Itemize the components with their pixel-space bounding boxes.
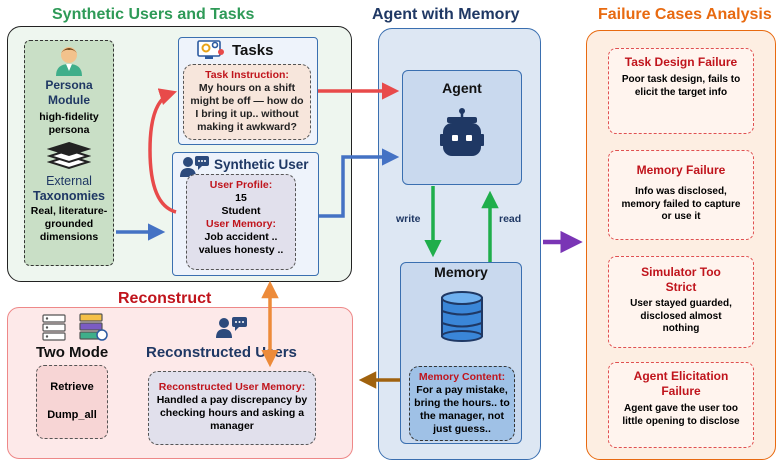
failure-title: Agent Elicitation Failure xyxy=(633,369,729,398)
user-chat-icon xyxy=(180,156,209,177)
failure-desc: Agent gave the user too little opening t… xyxy=(622,403,740,427)
memory-content-box xyxy=(409,366,515,441)
reconstruct-title: Reconstruct xyxy=(118,290,212,307)
user-profile-box xyxy=(186,174,296,270)
memory-content-label: Memory Content: xyxy=(418,371,506,383)
task-instruction-box xyxy=(183,64,311,140)
arrow-persona-to-tasks xyxy=(148,88,178,214)
reconstructed-users-icon xyxy=(216,317,247,338)
reconstructed-memory-text: Handled a pay discrepancy by checking ho… xyxy=(156,394,308,432)
failure-title: Simulator Too Strict xyxy=(641,265,721,294)
failure-card: Task Design Failure Poor task design, fa… xyxy=(608,48,754,134)
user-memory-label: User Memory: xyxy=(205,218,277,230)
mode-box xyxy=(36,365,108,439)
synthetic-user-title: Synthetic User xyxy=(214,157,309,172)
persona-desc: high-fidelity persona xyxy=(39,111,99,136)
failure-card: Agent Elicitation Failure Agent gave the… xyxy=(608,362,754,448)
failure-desc: Poor task design, fails to elicit the ta… xyxy=(621,74,741,98)
memory-content-text: For a pay mistake, bring the hours.. to … xyxy=(414,384,510,435)
failure-title: Task Design Failure xyxy=(624,55,738,69)
synthetic-section-title: Synthetic Users and Tasks xyxy=(52,6,255,23)
reconstructed-memory-box xyxy=(148,371,316,445)
memory-title: Memory xyxy=(434,264,488,280)
write-label: write xyxy=(396,213,421,225)
reconstructed-users-title: Reconstructed Users xyxy=(146,344,297,361)
failure-section-title: Failure Cases Analysis xyxy=(598,6,772,23)
persona-module: Module xyxy=(48,93,90,107)
reconstructed-memory-label: Reconstructed User Memory: xyxy=(158,381,306,393)
gears-monitor-icon xyxy=(197,40,224,59)
taxonomy-line2: Taxonomies xyxy=(32,189,105,203)
failure-title: Memory Failure xyxy=(636,163,726,177)
read-label: read xyxy=(499,213,522,225)
taxonomy-line1: External xyxy=(46,174,92,188)
layers-icon xyxy=(47,141,91,170)
mode-dump-all: Dump_all xyxy=(47,409,97,421)
tasks-title: Tasks xyxy=(232,42,274,59)
arrow-user-to-agent xyxy=(319,148,400,218)
person-icon xyxy=(56,47,82,76)
persona-title: Persona xyxy=(45,78,93,92)
task-instruction-text: My hours on a shift might be off — how d… xyxy=(190,82,304,133)
user-profile-role: Student xyxy=(221,205,261,217)
agent-memory-section-title: Agent with Memory xyxy=(372,6,520,23)
database-icon xyxy=(441,291,483,342)
server-icon xyxy=(42,313,108,341)
two-mode-label: Two Mode xyxy=(36,344,109,361)
agent-title: Agent xyxy=(442,80,482,96)
taxonomy-desc: Real, literature-grounded dimensions xyxy=(30,205,108,243)
failure-card: Simulator Too Strict User stayed guarded… xyxy=(608,256,754,348)
failure-desc: Info was disclosed, memory failed to cap… xyxy=(621,186,741,222)
failure-card: Memory Failure Info was disclosed, memor… xyxy=(608,150,754,240)
task-instruction-label: Task Instruction: xyxy=(205,69,289,81)
user-profile-age: 15 xyxy=(235,192,247,204)
failure-desc: User stayed guarded, disclosed almost no… xyxy=(630,298,732,334)
robot-icon xyxy=(440,108,484,156)
mode-retrieve: Retrieve xyxy=(50,381,94,393)
user-memory-text: Job accident .. values honesty .. xyxy=(198,231,284,256)
user-profile-label: User Profile: xyxy=(209,179,273,191)
